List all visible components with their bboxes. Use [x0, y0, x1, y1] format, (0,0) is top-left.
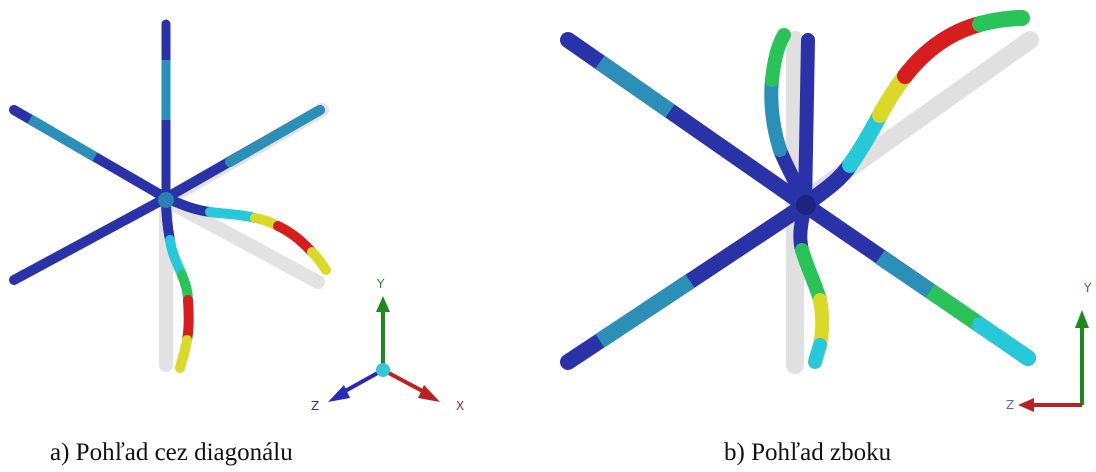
member-lower-right-band3-b	[972, 317, 1036, 366]
member-lower-left-band-b	[595, 274, 695, 348]
center-node-b	[796, 195, 816, 215]
axis-triad-b: Y Z	[1006, 281, 1092, 412]
member-right-deformed	[161, 193, 331, 275]
panel-side-view: Y Z	[540, 0, 1096, 420]
member-lower-right-band2-b	[925, 284, 985, 332]
member-bottom-deformed	[161, 193, 194, 373]
axis-triad-a: Y X Z	[311, 277, 464, 413]
axis-y-label-a: Y	[376, 277, 385, 291]
member-upper-right-deformed-b	[797, 10, 1030, 213]
axis-y-label-b: Y	[1083, 281, 1092, 295]
caption-side-view: b) Pohľad zboku	[724, 439, 892, 466]
axis-z-label-b: Z	[1006, 398, 1014, 412]
member-upper-right-band	[225, 105, 325, 167]
caption-diagonal-view: a) Pohľad cez diagonálu	[50, 439, 293, 466]
axis-x-label-a: X	[456, 399, 464, 413]
member-lower-left	[9, 193, 171, 285]
member-upper-left-band	[27, 114, 98, 162]
member-upper-left-band-b	[595, 55, 675, 118]
deformed-frame-diagram-a: Y X Z	[9, 19, 464, 413]
axis-z-label-a: Z	[311, 399, 319, 413]
undeformed-shape-b	[786, 31, 1039, 374]
panel-diagonal-view: Y X Z	[0, 0, 520, 420]
member-lower-right-band1-b	[875, 250, 935, 298]
member-top-b	[798, 33, 815, 212]
center-node-a	[158, 192, 174, 208]
deformed-frame-diagram-b: Y Z	[560, 10, 1092, 412]
